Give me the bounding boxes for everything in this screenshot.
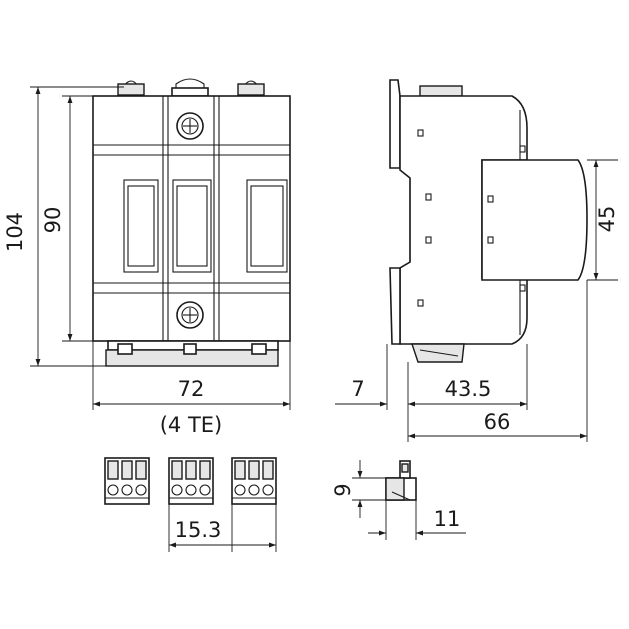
dim-front-height bbox=[587, 159, 618, 281]
front-view bbox=[92, 78, 291, 367]
label-connector-height: 9 bbox=[331, 483, 355, 496]
label-rail-offset: 7 bbox=[351, 377, 364, 401]
rail-clip bbox=[105, 340, 279, 367]
label-depth-front: 43.5 bbox=[445, 377, 492, 401]
connector-3 bbox=[231, 457, 277, 505]
dim-rail-depth bbox=[335, 280, 588, 442]
side-marks bbox=[417, 129, 526, 307]
connector-1 bbox=[104, 457, 150, 505]
dim-connector-height bbox=[352, 460, 386, 518]
label-front-height: 45 bbox=[595, 206, 619, 233]
label-total-height: 104 bbox=[3, 212, 27, 252]
screw-terminal-top bbox=[176, 112, 204, 140]
dim-width bbox=[92, 341, 291, 410]
connector-side bbox=[385, 460, 417, 501]
side-front-module bbox=[481, 159, 588, 281]
dim-connector-pitch bbox=[168, 504, 277, 552]
label-connector-depth: 11 bbox=[434, 507, 461, 531]
label-depth-total: 66 bbox=[484, 410, 511, 434]
dim-module-height bbox=[62, 95, 93, 342]
connectors bbox=[104, 457, 277, 505]
side-view bbox=[389, 79, 588, 363]
top-hooks bbox=[117, 78, 265, 97]
dim-connector-depth bbox=[368, 500, 466, 540]
module-windows bbox=[123, 179, 288, 273]
label-module-height: 90 bbox=[41, 207, 65, 234]
label-connector-pitch: 15.3 bbox=[175, 518, 222, 542]
label-width: 72 bbox=[178, 377, 205, 401]
connector-2 bbox=[168, 457, 214, 505]
label-width-units: (4 TE) bbox=[160, 413, 223, 437]
screw-terminal-bottom bbox=[176, 301, 204, 329]
